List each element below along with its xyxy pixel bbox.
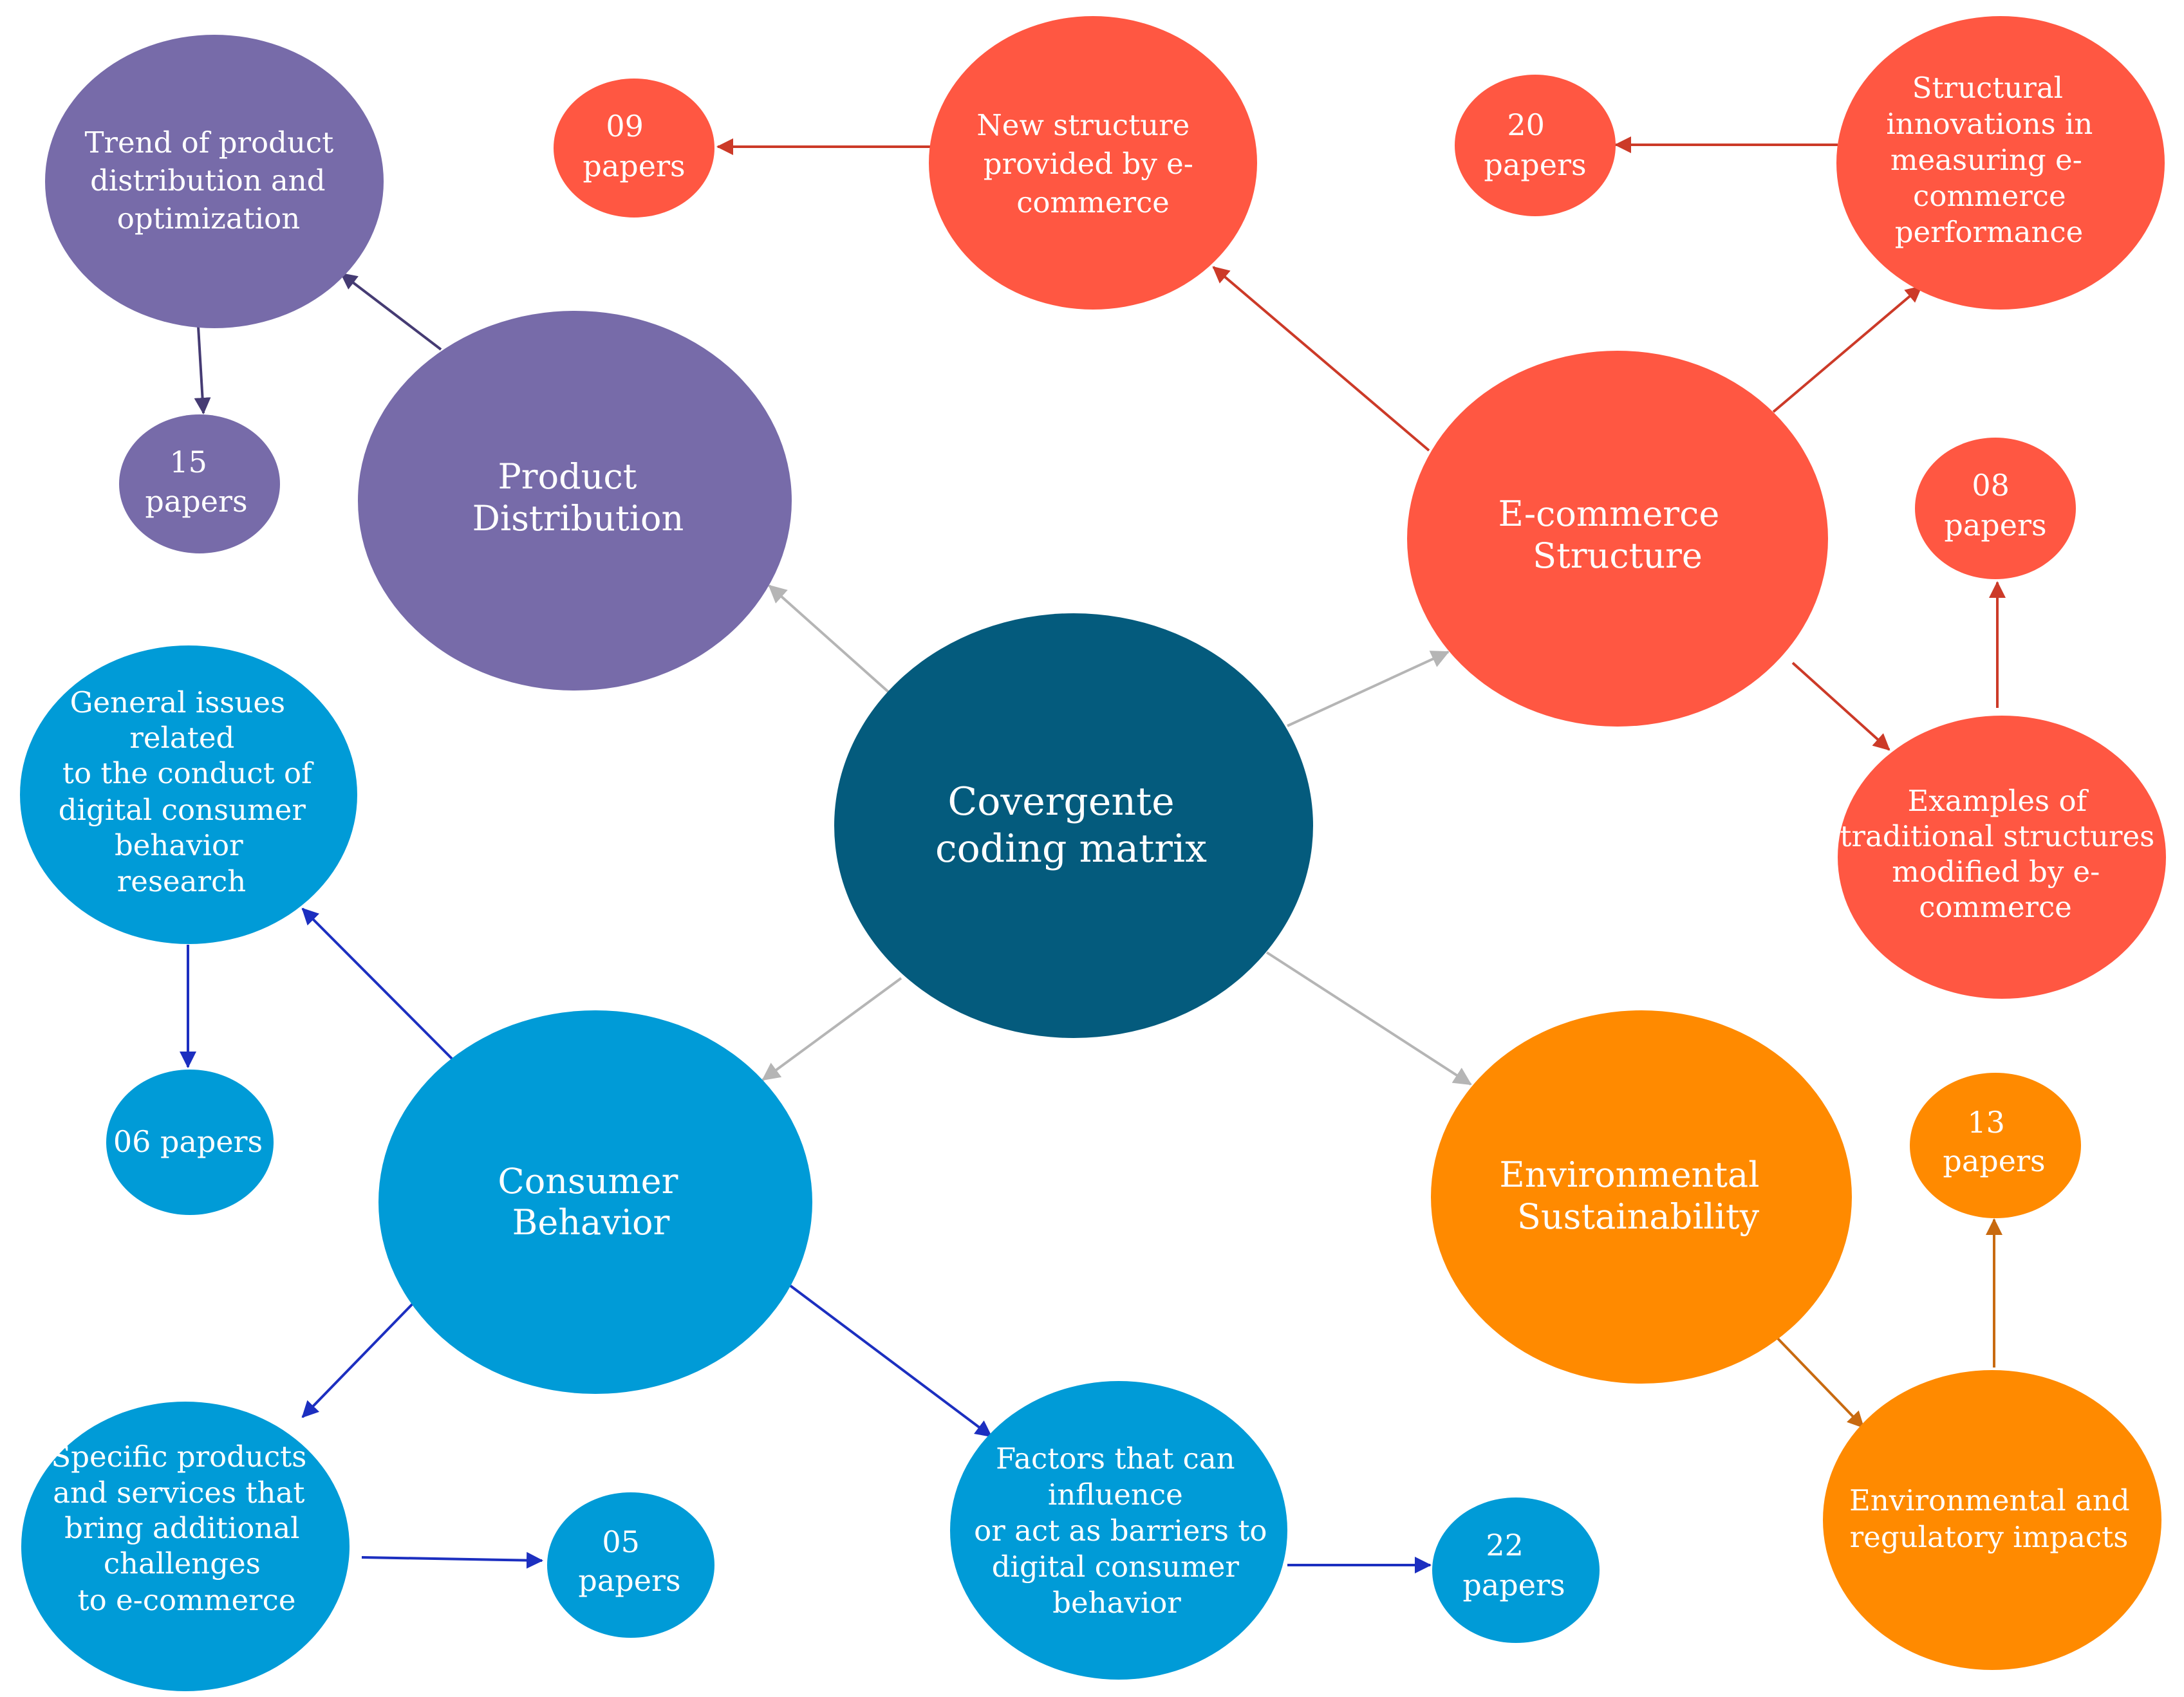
new-structure-count-label: 09 papers	[583, 109, 685, 183]
general-issues-count-node: 06 papers	[106, 1070, 274, 1215]
arrow-pd-to-trend	[340, 272, 442, 351]
pd-count-label: 15 papers	[145, 445, 247, 519]
ecommerce-structure-label: E-commerce Structure	[1498, 494, 1731, 576]
arrow-ec-to-new-structure	[1212, 266, 1430, 452]
environmental-impacts-node: Environmental and regulatory impacts	[1823, 1370, 2161, 1670]
trend-of-product-distribution-node: Trend of product distribution and optimi…	[45, 35, 384, 328]
factors-node: Factors that can influence or act as bar…	[950, 1381, 1287, 1680]
pd-count-node: 15 papers	[119, 414, 280, 553]
structural-innovations-count-label: 20 papers	[1484, 107, 1586, 182]
arrow-center-to-consumer-behavior	[761, 977, 902, 1081]
structural-innovations-node: Structural innovations in measuring e- c…	[1836, 16, 2165, 310]
new-structure-count-node: 09 papers	[554, 79, 714, 218]
structural-innovations-count-node: 20 papers	[1455, 75, 1616, 216]
factors-count-label: 22 papers	[1462, 1528, 1565, 1602]
specific-products-count-label: 05 papers	[578, 1525, 680, 1598]
arrow-cb-to-general-issues	[301, 907, 455, 1062]
specific-products-label: Specific products and services that brin…	[51, 1440, 315, 1617]
arrow-center-to-environmental	[1265, 951, 1472, 1086]
consumer-behavior-label: Consumer Behavior	[498, 1161, 689, 1243]
product-distribution-node: Product Distribution	[358, 311, 792, 691]
structural-innovations-label: Structural innovations in measuring e- c…	[1886, 71, 2102, 249]
examples-traditional-label: Examples of traditional structures modif…	[1840, 784, 2163, 924]
environmental-count-node: 13 papers	[1910, 1073, 2081, 1218]
examples-traditional-node: Examples of traditional structures modif…	[1838, 716, 2166, 999]
environmental-impacts-label: Environmental and regulatory impacts	[1849, 1483, 2139, 1554]
general-issues-node: General issues related to the conduct of…	[20, 645, 357, 944]
general-issues-label: General issues related to the conduct of…	[59, 685, 321, 898]
ecommerce-structure-node: E-commerce Structure	[1407, 351, 1828, 727]
center-node: Covergente coding matrix	[834, 613, 1313, 1038]
general-issues-count-label: 06 papers	[113, 1124, 263, 1159]
environmental-sustainability-label: Environmental Sustainability	[1499, 1155, 1770, 1237]
examples-traditional-count-label: 08 papers	[1944, 468, 2046, 542]
connectors	[180, 136, 2006, 1573]
factors-label: Factors that can influence or act as bar…	[974, 1442, 1276, 1620]
arrow-cb-to-factors	[789, 1284, 993, 1438]
new-structure-label: New structure provided by e- commerce	[976, 108, 1202, 219]
examples-traditional-count-node: 08 papers	[1915, 438, 2076, 579]
environmental-sustainability-node: Environmental Sustainability	[1431, 1010, 1852, 1384]
specific-products-node: Specific products and services that brin…	[21, 1402, 350, 1691]
product-distribution-label: Product Distribution	[472, 456, 684, 539]
trend-of-product-distribution-label: Trend of product distribution and optimi…	[84, 125, 342, 236]
arrow-ec-to-structural-innovations	[1772, 285, 1923, 413]
arrow-center-to-product-distribution	[768, 584, 890, 693]
consumer-behavior-node: Consumer Behavior	[378, 1010, 812, 1394]
arrow-cb-to-specific-products	[301, 1302, 415, 1418]
environmental-count-label: 13 papers	[1943, 1105, 2045, 1178]
factors-count-node: 22 papers	[1432, 1498, 1600, 1643]
arrow-trend-to-count	[194, 326, 211, 414]
new-structure-node: New structure provided by e- commerce	[929, 16, 1257, 310]
arrow-specific-products-to-count	[361, 1552, 543, 1569]
arrow-center-to-ecommerce-structure	[1287, 651, 1450, 727]
specific-products-count-node: 05 papers	[547, 1492, 714, 1638]
arrow-env-to-impacts	[1777, 1337, 1865, 1429]
arrow-ec-to-examples	[1791, 662, 1890, 751]
center-label: Covergente coding matrix	[935, 779, 1207, 871]
